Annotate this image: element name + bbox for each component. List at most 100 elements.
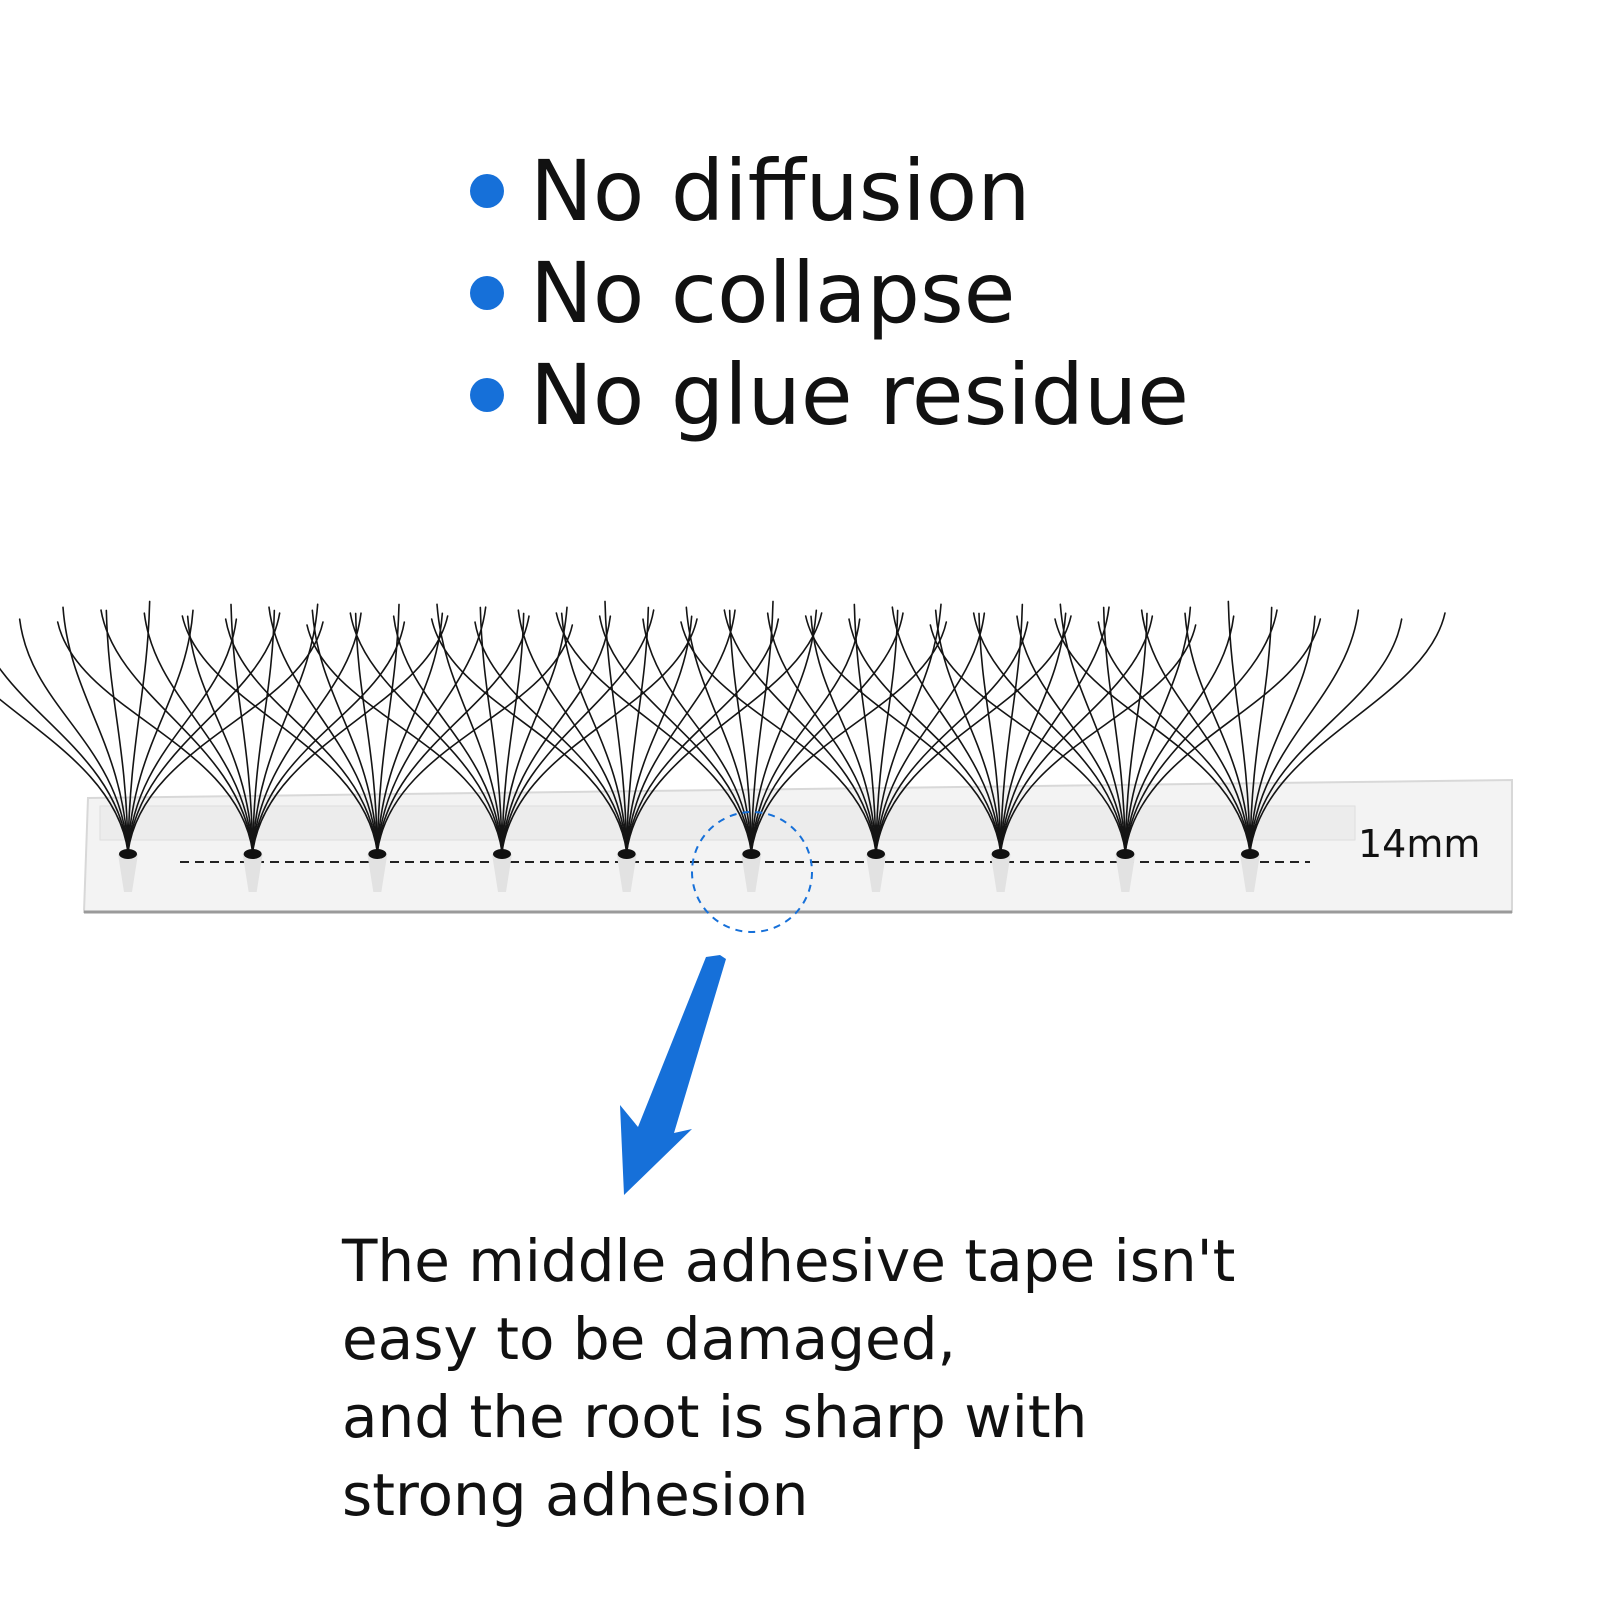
lash-fiber <box>804 615 1002 853</box>
lash-fiber <box>436 603 503 853</box>
lash-fiber <box>501 612 525 853</box>
adhesive-tape <box>99 805 1356 841</box>
lash-fiber <box>1054 618 1251 853</box>
lash-fiber <box>251 612 362 853</box>
lash-fiber <box>501 615 612 853</box>
lash-fiber <box>127 612 281 853</box>
lash-fiber <box>392 615 503 853</box>
root-shadow <box>990 854 1011 892</box>
lash-fiber <box>1249 609 1360 853</box>
lash-root-knot <box>1241 849 1259 859</box>
lash-fiber <box>100 609 254 853</box>
lash-fiber <box>875 603 942 853</box>
lash-fiber <box>1124 612 1148 853</box>
lash-fiber <box>251 615 449 853</box>
lash-fiber <box>750 609 818 853</box>
lash-fiber <box>598 615 753 853</box>
lash-fiber <box>268 606 379 853</box>
lash-fiber <box>56 621 254 853</box>
circle-bullet-icon <box>470 276 504 310</box>
root-shadow <box>118 854 138 892</box>
root-shadow <box>741 854 762 892</box>
description-line: and the root is sharp with <box>342 1383 1088 1451</box>
lash-fiber <box>972 612 1127 853</box>
lash-fiber <box>127 609 194 853</box>
lash-fiber <box>224 618 379 853</box>
lash-fiber <box>501 618 698 853</box>
lash-strip-svg <box>0 600 1513 933</box>
lash-fiber <box>474 621 628 853</box>
lash-fiber <box>1249 618 1403 853</box>
lash-fiber <box>875 615 1072 853</box>
lash-fiber <box>376 615 530 853</box>
root-shadow <box>616 854 637 892</box>
lash-root-knot <box>368 849 387 859</box>
lash-fiber <box>929 624 1127 853</box>
lash-fiber <box>186 615 254 853</box>
lash-fiber <box>349 612 503 853</box>
lash-fiber <box>1059 603 1127 853</box>
lash-fiber <box>1249 606 1273 853</box>
lash-fiber <box>62 606 129 853</box>
arrow-down-left-icon <box>620 955 726 1195</box>
root-shadow <box>866 854 886 892</box>
lash-fiber <box>251 621 406 853</box>
root-shadow <box>367 854 388 892</box>
lash-fiber <box>1124 615 1235 853</box>
lash-fiber <box>625 612 823 853</box>
circle-bullet-icon <box>470 174 504 208</box>
root-shadow <box>1240 854 1260 892</box>
lash-fiber <box>875 609 899 853</box>
description-line: The middle adhesive tape isn't <box>342 1227 1236 1295</box>
lash-root-knot <box>1116 849 1135 859</box>
lash-fiber <box>501 606 568 853</box>
lash-fiber <box>1124 618 1322 853</box>
lash-fiber <box>311 609 379 853</box>
lash-fiber <box>999 612 1067 853</box>
backing-card <box>82 778 1513 913</box>
lash-fiber <box>560 612 628 853</box>
lash-fiber <box>251 603 319 853</box>
lash-fiber <box>875 621 1029 853</box>
lash-fiber <box>0 698 129 853</box>
lash-fiber <box>625 618 780 853</box>
lash-root-knot <box>243 849 262 859</box>
description-text: The middle adhesive tape isn't easy to b… <box>342 1222 1342 1534</box>
lash-fiber <box>517 609 628 853</box>
lash-fiber <box>1102 606 1127 853</box>
lash-fiber <box>848 618 1002 853</box>
lash-fiber <box>1097 621 1251 853</box>
lash-fiber <box>479 606 503 853</box>
lash-root-knot <box>991 849 1010 859</box>
lash-root-knot <box>119 849 137 859</box>
lash-fiber <box>680 621 877 853</box>
length-label: 14mm <box>1358 822 1481 866</box>
lash-fiber <box>875 612 986 853</box>
feature-label: No diffusion <box>530 142 1031 240</box>
lash-strip-illustration <box>0 580 1600 940</box>
lash-root-knot <box>617 849 636 859</box>
lash-fiber <box>376 612 444 853</box>
lash-fiber <box>555 612 753 853</box>
lash-fiber <box>0 667 129 853</box>
description-line: strong adhesion <box>342 1461 809 1529</box>
lash-fiber <box>251 609 276 853</box>
lash-fiber <box>891 606 1002 853</box>
feature-no-collapse: No collapse <box>470 242 1189 344</box>
lash-fiber <box>728 609 753 853</box>
lash-fiber <box>604 600 628 853</box>
feature-label: No glue residue <box>530 346 1189 444</box>
lash-fiber <box>934 609 1002 853</box>
lash-fiber <box>766 612 877 853</box>
lash-fiber <box>306 624 503 853</box>
lash-fiber <box>105 609 129 853</box>
lash-fiber <box>354 612 379 853</box>
feature-no-glue-residue: No glue residue <box>470 344 1189 446</box>
lash-fiber <box>430 618 628 853</box>
feature-label: No collapse <box>530 244 1016 342</box>
lash-fiber <box>1124 609 1278 853</box>
feature-no-diffusion: No diffusion <box>470 140 1189 242</box>
lash-fiber <box>625 609 736 853</box>
description-line: easy to be damaged, <box>342 1305 956 1373</box>
lash-fiber <box>230 603 254 853</box>
